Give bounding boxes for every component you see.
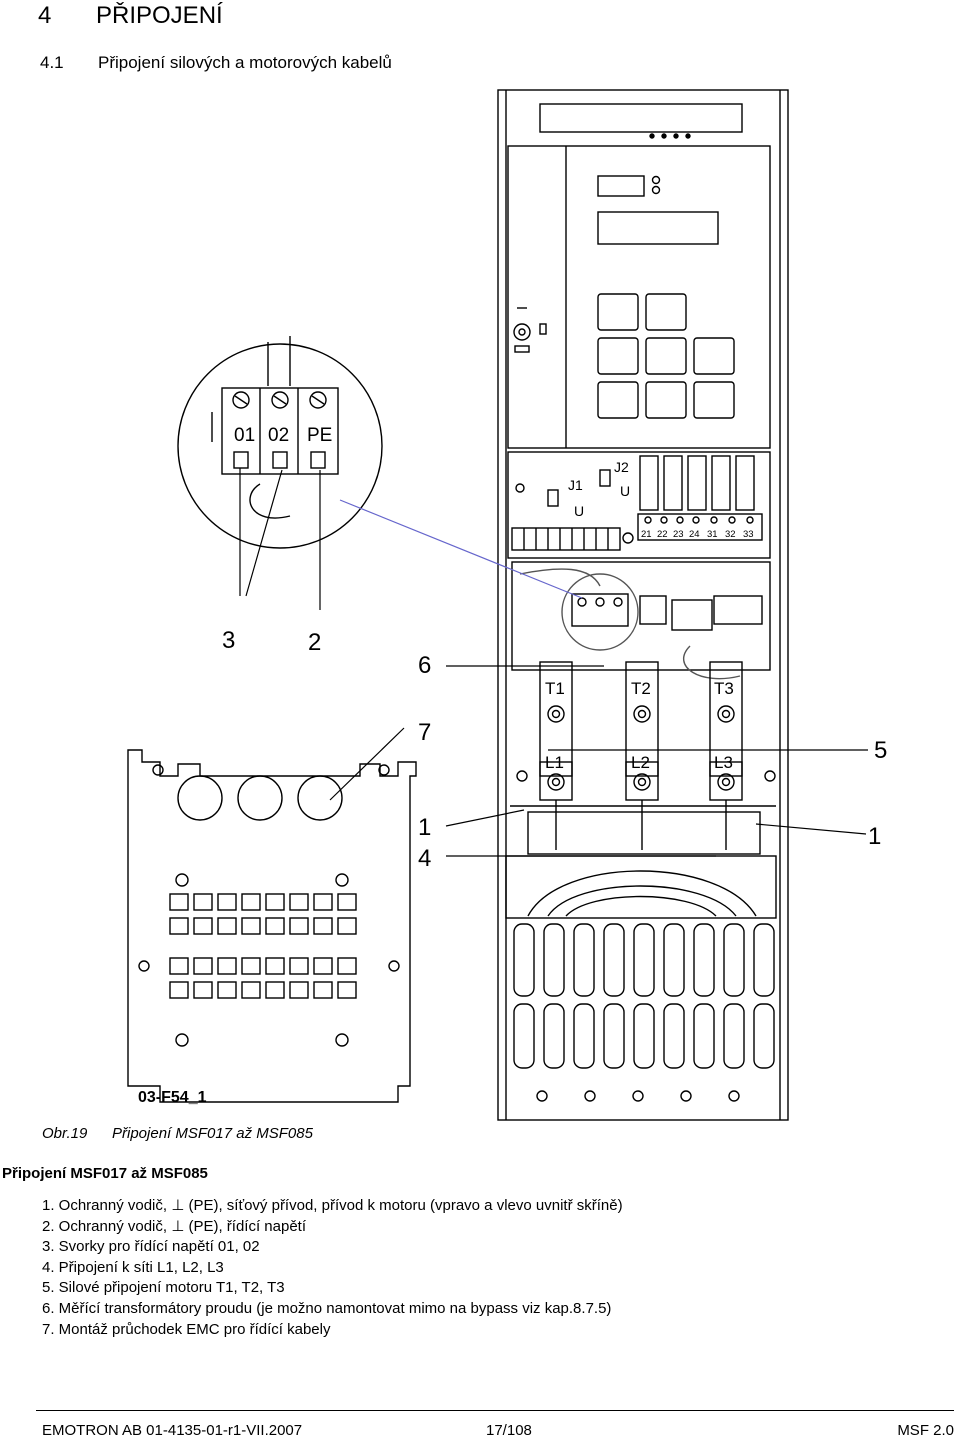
callout-6: 6 [418,652,431,679]
inset-terminal-02: 02 [268,425,289,446]
chapter-heading: 4 PŘIPOJENÍ [38,2,223,30]
legend-item: 7. Montáž průchodek EMC pro řídící kabel… [42,1320,331,1338]
callout-1-right: 1 [868,823,881,850]
control-terminal-33: 33 [743,529,754,540]
unit-housing [497,89,789,1121]
gland-grid [169,893,357,999]
callout-5: 5 [874,737,887,764]
control-terminal-31: 31 [707,529,718,540]
legend-item: 3. Svorky pro řídící napětí 01, 02 [42,1238,260,1256]
legend-list: 1. Ochranný vodič, ⊥ (PE), síťový přívod… [42,1196,623,1340]
legend-title: Připojení MSF017 až MSF085 [2,1165,208,1182]
control-terminal-23: 23 [673,529,684,540]
small-terminal-block [571,593,629,627]
magnified-inset [177,343,383,549]
emc-gland-plate [127,749,417,1103]
footer-product: MSF 2.0 [897,1422,954,1439]
jumper-label-j2: J2 [614,459,629,475]
legend-item: 4. Připojení k síti L1, L2, L3 [42,1258,224,1276]
page-footer: EMOTRON AB 01-4135-01-r1-VII.2007 17/108… [36,1410,954,1445]
section-heading: 4.1 Připojení silových a motorových kabel… [40,52,392,74]
callout-4: 4 [418,845,431,872]
callout-1-left: 1 [418,814,431,841]
control-board [507,451,771,559]
section-number: 4.1 [40,53,64,72]
led-display [597,175,645,197]
inset-terminal-pe: PE [307,425,332,446]
footer-document-id: EMOTRON AB 01-4135-01-r1-VII.2007 [42,1422,303,1439]
legend-item: 6. Měřící transformátory proudu (je možn… [42,1299,612,1317]
legend-item: 1. Ochranný vodič, ⊥ (PE), síťový přívod… [42,1197,623,1214]
control-terminal-32: 32 [725,529,736,540]
figure-caption-label: Obr.19 [42,1125,88,1142]
busbar-phase-2 [625,661,659,777]
jumper-label-u1: U [574,503,584,519]
busbar-phase-3 [709,661,743,777]
wiring-diagram: 01 02 PE J1 J2 U U 21 22 23 24 31 32 33 … [127,89,887,1121]
jumper-label-u2: U [620,483,630,499]
chapter-number: 4 [38,2,52,29]
busbar-phase-1 [539,661,573,777]
inset-terminal-01: 01 [234,425,255,446]
lcd-display [597,211,719,245]
motor-terminal-t2: T2 [631,679,651,698]
callout-2: 2 [308,629,321,656]
mains-terminal-l2: L2 [631,753,650,772]
control-panel [507,145,771,449]
legend-item: 2. Ochranný vodič, ⊥ (PE), řídící napětí [42,1217,307,1235]
callout-7: 7 [418,719,431,746]
footer-page-number: 17/108 [486,1422,532,1439]
legend-item: 5. Silové připojení motoru T1, T2, T3 [42,1279,285,1297]
chapter-title: PŘIPOJENÍ [96,2,223,29]
fan [505,855,777,919]
motor-terminal-t1: T1 [545,679,565,698]
figure-caption-text: Připojení MSF017 až MSF085 [112,1125,313,1142]
control-terminal-24: 24 [689,529,700,540]
figure-id-label: 03-F54_1 [138,1089,207,1106]
power-section [511,561,771,671]
mains-terminal-l3: L3 [714,753,733,772]
callout-leaders [239,468,868,857]
control-terminal-22: 22 [657,529,668,540]
vent-grille [513,923,775,1069]
section-title: Připojení silových a motorových kabelů [98,53,392,72]
motor-terminal-t3: T3 [714,679,734,698]
figure-caption: Obr.19 Připojení MSF017 až MSF085 [42,1125,313,1142]
callout-3: 3 [222,627,235,654]
control-terminal-21: 21 [641,529,652,540]
mains-terminal-l1: L1 [545,753,564,772]
jumper-label-j1: J1 [568,477,583,493]
